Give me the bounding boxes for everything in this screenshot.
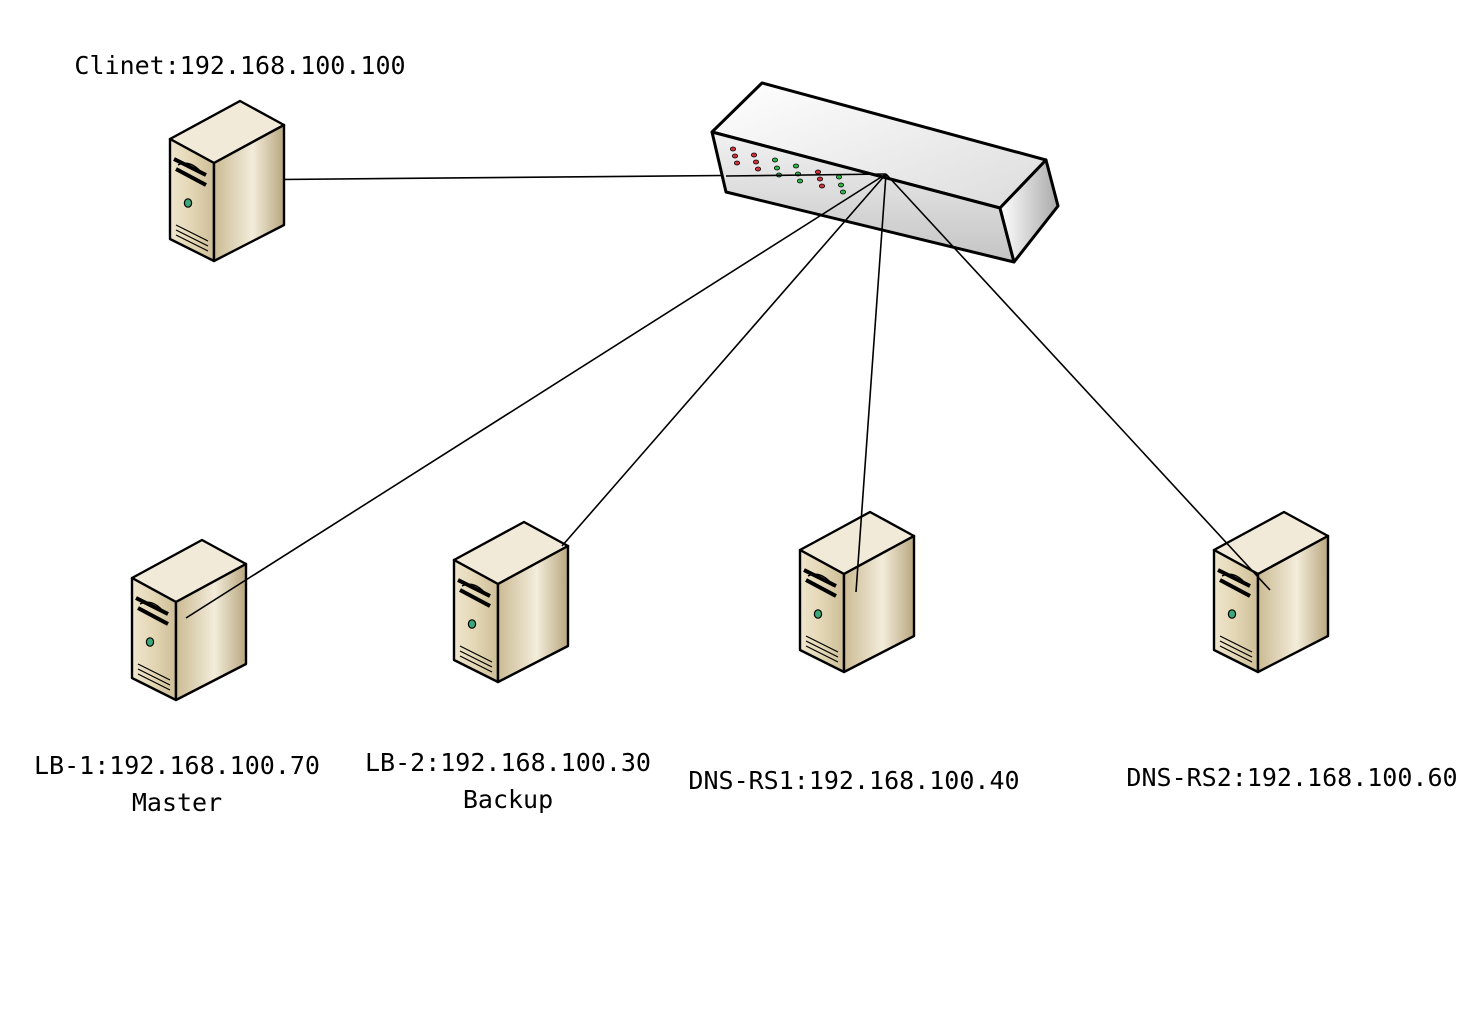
client-server-icon	[168, 99, 286, 263]
dns1-server-icon	[798, 510, 916, 674]
dns2-server-icon	[1212, 510, 1330, 674]
dns2-label: DNS-RS2:192.168.100.60	[1126, 763, 1457, 792]
link-dns1-switch	[855, 173, 887, 593]
lb1-role-label: Master	[132, 788, 222, 817]
link-dns2-switch	[885, 173, 1271, 591]
switch-status-leds	[730, 146, 847, 195]
lb1-server-icon	[130, 538, 248, 702]
network-switch-icon	[710, 81, 1060, 264]
network-links-overlay	[185, 173, 1271, 619]
lb1-label: LB-1:192.168.100.70	[34, 751, 320, 780]
lb2-server-icon	[452, 520, 570, 684]
lb2-role-label: Backup	[463, 785, 553, 814]
lb2-label: LB-2:192.168.100.30	[365, 748, 651, 777]
link-lb1-switch	[185, 173, 887, 619]
dns1-label: DNS-RS1:192.168.100.40	[688, 766, 1019, 795]
client-label: Clinet:192.168.100.100	[74, 51, 405, 80]
link-lb2-switch	[561, 173, 887, 547]
link-switch-client	[725, 173, 887, 177]
